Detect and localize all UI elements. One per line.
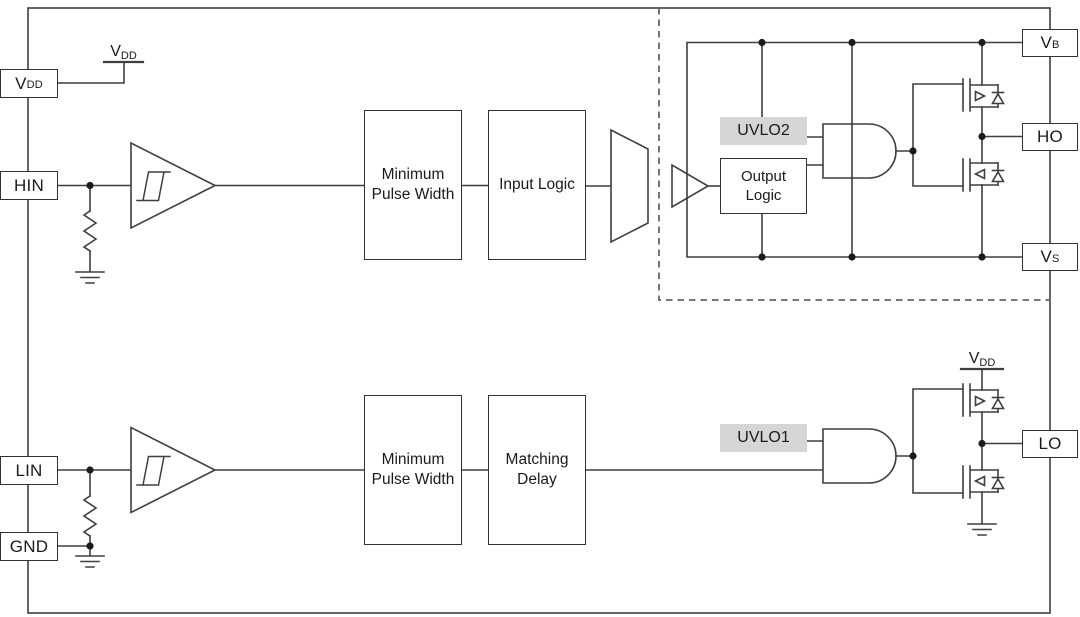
lo-gate-branch: [912, 388, 964, 494]
high-side-buffer-icon: [671, 163, 721, 209]
pin-ho: HO: [1022, 123, 1078, 151]
lo-stage-connections: [981, 411, 1023, 471]
and-gate-low-icon: [806, 428, 914, 484]
uvlo2-label: UVLO2: [720, 117, 807, 145]
high-side-domain-dashed-boundary: [658, 8, 1050, 301]
and-gate-high-icon: [806, 123, 914, 179]
schmitt-buffer-low-icon: [130, 426, 217, 514]
pin-lin: LIN: [0, 456, 58, 485]
ho-stage-connections: [981, 41, 1023, 258]
ho-low-side-mosfet-icon: [962, 158, 1005, 192]
body-diode-icon: [991, 477, 1005, 490]
pin-hin: HIN: [0, 171, 58, 200]
lin-pulldown-resistor-icon: [82, 469, 98, 547]
vdd-rail-low-icon: [959, 367, 1005, 391]
lo-high-side-mosfet-icon: [962, 383, 1005, 417]
ho-high-side-mosfet-icon: [962, 78, 1005, 112]
schmitt-buffer-high-icon: [130, 141, 217, 230]
level-shifter-icon: [610, 128, 649, 244]
pin-gnd: GND: [0, 532, 58, 561]
block-input-logic: Input Logic: [488, 110, 586, 260]
pin-lo: LO: [1022, 430, 1078, 458]
ho-gate-branch: [912, 83, 964, 187]
block-minimum-pulse-width-high: Minimum Pulse Width: [364, 110, 462, 260]
gnd-ground-icon: [75, 545, 105, 568]
lo-ground-icon: [967, 491, 997, 536]
lo-low-side-mosfet-icon: [962, 465, 1005, 499]
ground-icon: [75, 271, 105, 284]
ic-boundary: [27, 7, 1051, 614]
junction-dots: [86, 38, 986, 550]
body-diode-icon: [991, 397, 1005, 410]
vdd-supply-icon: [57, 60, 145, 84]
body-diode-icon: [991, 170, 1005, 183]
uvlo1-label: UVLO1: [720, 424, 807, 452]
body-diode-icon: [991, 92, 1005, 105]
block-minimum-pulse-width-low: Minimum Pulse Width: [364, 395, 462, 545]
block-matching-delay: Matching Delay: [488, 395, 586, 545]
block-output-logic: Output Logic: [720, 158, 807, 214]
hin-pulldown-resistor-icon: [75, 184, 105, 284]
